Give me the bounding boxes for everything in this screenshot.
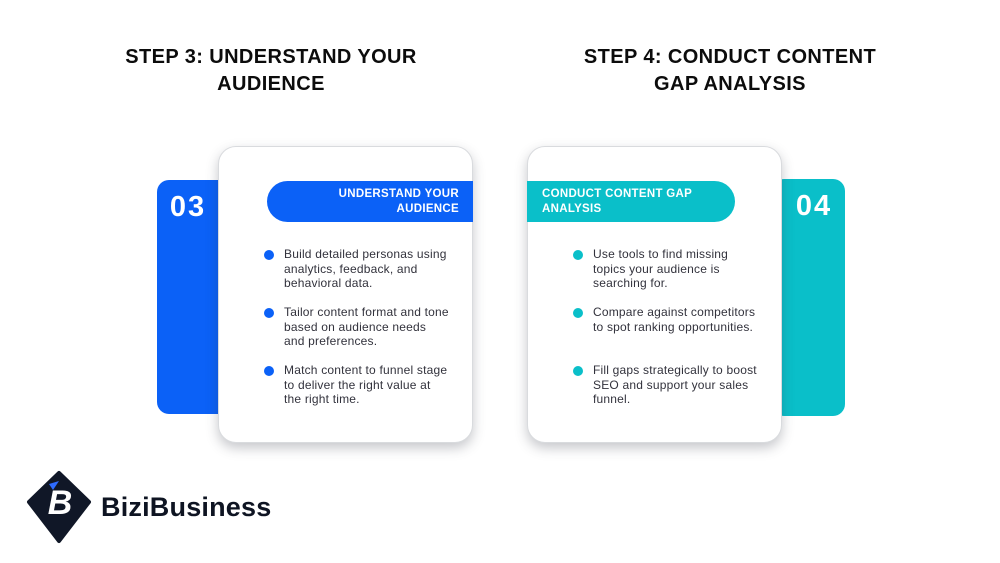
step4-number: 04 bbox=[795, 190, 833, 222]
brand-logo-letter: B bbox=[48, 484, 73, 522]
step3-card: UNDERSTAND YOUR AUDIENCE Build detailed … bbox=[218, 146, 473, 443]
bullet-dot-icon bbox=[264, 250, 274, 260]
step4-bullet-list: Use tools to find missing topics your au… bbox=[573, 247, 758, 421]
list-item: Use tools to find missing topics your au… bbox=[573, 247, 758, 305]
bullet-dot-icon bbox=[264, 366, 274, 376]
bullet-text: Fill gaps strategically to boost SEO and… bbox=[593, 363, 757, 406]
list-item: Build detailed personas using analytics,… bbox=[264, 247, 449, 305]
bullet-text: Tailor content format and tone based on … bbox=[284, 305, 449, 348]
brand-logo: B BiziBusiness bbox=[26, 470, 271, 544]
step4-number-panel: 04 bbox=[772, 179, 845, 416]
list-item: Compare against competitors to spot rank… bbox=[573, 305, 758, 363]
step3-number-panel: 03 bbox=[157, 180, 230, 414]
step3-card-header-label: UNDERSTAND YOUR AUDIENCE bbox=[338, 187, 459, 215]
step4-card-header: CONDUCT CONTENT GAP ANALYSIS bbox=[527, 181, 735, 222]
bullet-text: Build detailed personas using analytics,… bbox=[284, 247, 447, 290]
list-item: Fill gaps strategically to boost SEO and… bbox=[573, 363, 758, 421]
brand-name: BiziBusiness bbox=[101, 491, 272, 522]
bullet-text: Match content to funnel stage to deliver… bbox=[284, 363, 448, 406]
brand-logo-icon: B bbox=[27, 471, 91, 543]
bullet-dot-icon bbox=[573, 366, 583, 376]
step3-card-header: UNDERSTAND YOUR AUDIENCE bbox=[267, 181, 473, 222]
step3-bullet-list: Build detailed personas using analytics,… bbox=[264, 247, 449, 421]
bullet-dot-icon bbox=[573, 308, 583, 318]
step4-title: STEP 4: CONDUCT CONTENT GAP ANALYSIS bbox=[583, 46, 877, 95]
step4-card-header-label: CONDUCT CONTENT GAP ANALYSIS bbox=[542, 187, 692, 215]
list-item: Match content to funnel stage to deliver… bbox=[264, 363, 449, 421]
bullet-dot-icon bbox=[264, 308, 274, 318]
bullet-text: Compare against competitors to spot rank… bbox=[593, 305, 756, 334]
step3-number: 03 bbox=[169, 191, 207, 223]
list-item: Tailor content format and tone based on … bbox=[264, 305, 449, 363]
step4-card: CONDUCT CONTENT GAP ANALYSIS Use tools t… bbox=[527, 146, 782, 443]
bullet-dot-icon bbox=[573, 250, 583, 260]
step3-title: STEP 3: UNDERSTAND YOUR AUDIENCE bbox=[125, 46, 417, 95]
bullet-text: Use tools to find missing topics your au… bbox=[593, 247, 729, 290]
